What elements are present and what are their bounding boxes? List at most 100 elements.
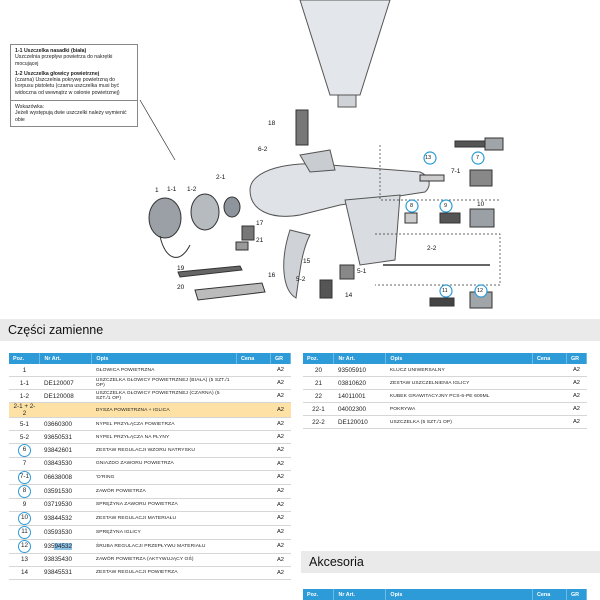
description-cell: NYPEL PRZYŁĄCZA POWIETRZA [91, 417, 237, 432]
col-pos: Poz. [303, 589, 335, 600]
article-number-cell: 93505910 [333, 364, 386, 378]
pos-circle: 8 [17, 484, 31, 498]
article-number-cell: 93594532 [39, 539, 92, 554]
accessories-header: Akcesoria [301, 551, 600, 573]
brush-icon [177, 265, 243, 278]
callout-item2-title: 1-2 Uszczelka głowicy powietrznej [15, 70, 100, 77]
description-cell: ZAWÓR POWIETRZA (AKTYWUJĄCY OŚ) [91, 553, 237, 567]
pos-cell: 7 [9, 457, 40, 471]
part-label: 21 [256, 237, 264, 244]
col-price: Cena [532, 353, 567, 364]
description-cell: ZESTAW USZCZELNIENIA IGLICY [385, 376, 533, 391]
part-label: 9 [444, 203, 448, 209]
pos-circle: 7-1 [17, 470, 31, 484]
col-gr: GR [270, 353, 292, 364]
selected-text[interactable]: 94532 [54, 542, 72, 550]
spare-parts-header: Części zamienne [0, 319, 600, 341]
col-num: Nr Art. [333, 589, 387, 600]
part-label: 10 [477, 201, 485, 208]
group-cell: A2 [270, 470, 291, 485]
price-cell [236, 511, 271, 526]
air-cap-icon [148, 197, 182, 239]
spring-icon [295, 109, 309, 146]
article-number-cell: 93844532 [39, 511, 92, 526]
group-cell: A2 [566, 389, 587, 404]
pos-cell: 20 [303, 364, 334, 378]
trigger-icon [283, 229, 311, 299]
group-cell: A2 [270, 553, 291, 567]
article-number-cell: 03591530 [39, 484, 92, 499]
col-desc: Opis [385, 589, 534, 600]
article-number-cell: DE120008 [39, 389, 92, 404]
group-cell: A2 [270, 457, 291, 471]
pos-circle: 11 [17, 525, 31, 539]
group-cell: A2 [270, 498, 291, 512]
description-cell: USZCZELKA GŁOWICY POWIETRZNEJ (CZARNA) (… [91, 389, 237, 404]
part-label: 12 [477, 288, 484, 294]
part-label: 13 [425, 155, 432, 161]
description-cell: USZCZELKA (5 SZT./1 OP) [385, 415, 533, 429]
table-header-row: Poz. Nr Art. Opis Cena GR [303, 589, 588, 600]
pos-circle: 12 [17, 539, 31, 553]
part-label: 8 [410, 203, 414, 209]
col-pos: Poz. [9, 353, 41, 364]
part-label: 2-1 [216, 174, 226, 181]
col-num: Nr Art. [333, 353, 387, 364]
description-cell: ZESTAW REGULACJI POWIETRZA [91, 566, 237, 580]
part-label: 6-2 [258, 146, 268, 153]
article-number-cell: 03810620 [333, 376, 386, 391]
pos-cell: 1-1 [9, 376, 40, 391]
price-cell [532, 415, 567, 429]
price-cell [236, 417, 271, 432]
part-label: 11 [442, 288, 448, 294]
price-cell [236, 389, 271, 404]
group-cell: A2 [270, 364, 291, 378]
article-number-cell: 03719530 [39, 498, 92, 512]
price-cell [236, 525, 271, 540]
part-label: 20 [177, 284, 185, 291]
group-cell: A2 [270, 484, 291, 499]
exploded-diagram: 1-1 Uszczelka nasadki (biała) Uszczelnia… [10, 0, 504, 309]
description-cell: KUBEK GRAWITACYJNY PCS-6-PE 600ML [385, 389, 533, 404]
group-cell: A2 [270, 430, 291, 444]
article-number-cell: 14011001 [333, 389, 386, 404]
pos-cell: 1 [9, 364, 40, 378]
group-cell: A2 [566, 415, 587, 429]
callout-item1-text: Uszczelnia przepływ powietrza do nakrętk… [15, 54, 113, 67]
article-number-cell: DE120007 [39, 376, 92, 391]
price-cell [236, 430, 271, 444]
group-cell: A2 [270, 402, 291, 419]
price-cell [236, 566, 271, 580]
pos-cell: 5-1 [9, 417, 40, 432]
description-cell: GNIAZDO ZAWORU POWIETRZA [91, 457, 237, 471]
callout-tip-text: Jeżeli występują dwie uszczelki należy w… [15, 110, 127, 123]
description-cell: DYSZA POWIETRZNA + IGLICA [91, 402, 237, 419]
price-cell [236, 443, 271, 458]
accessories-title: Akcesoria [309, 555, 364, 569]
price-cell [236, 498, 271, 512]
pos-cell: 14 [9, 566, 40, 580]
price-cell [236, 376, 271, 391]
group-cell: A2 [270, 376, 291, 391]
pos-cell: 21 [303, 376, 334, 391]
pos-cell: 22 [303, 389, 334, 404]
part-label: 19 [177, 265, 185, 272]
col-price: Cena [236, 353, 271, 364]
wrench-icon [194, 282, 266, 301]
pos-cell: 13 [9, 553, 40, 567]
article-number-cell: 03593530 [39, 525, 92, 540]
description-cell: ŚRUBA REGULACJI PRZEPŁYWU MATERIAŁU [91, 539, 237, 554]
pos-cell: 9 [9, 498, 40, 512]
group-cell: A2 [566, 376, 587, 391]
price-cell [236, 484, 271, 499]
